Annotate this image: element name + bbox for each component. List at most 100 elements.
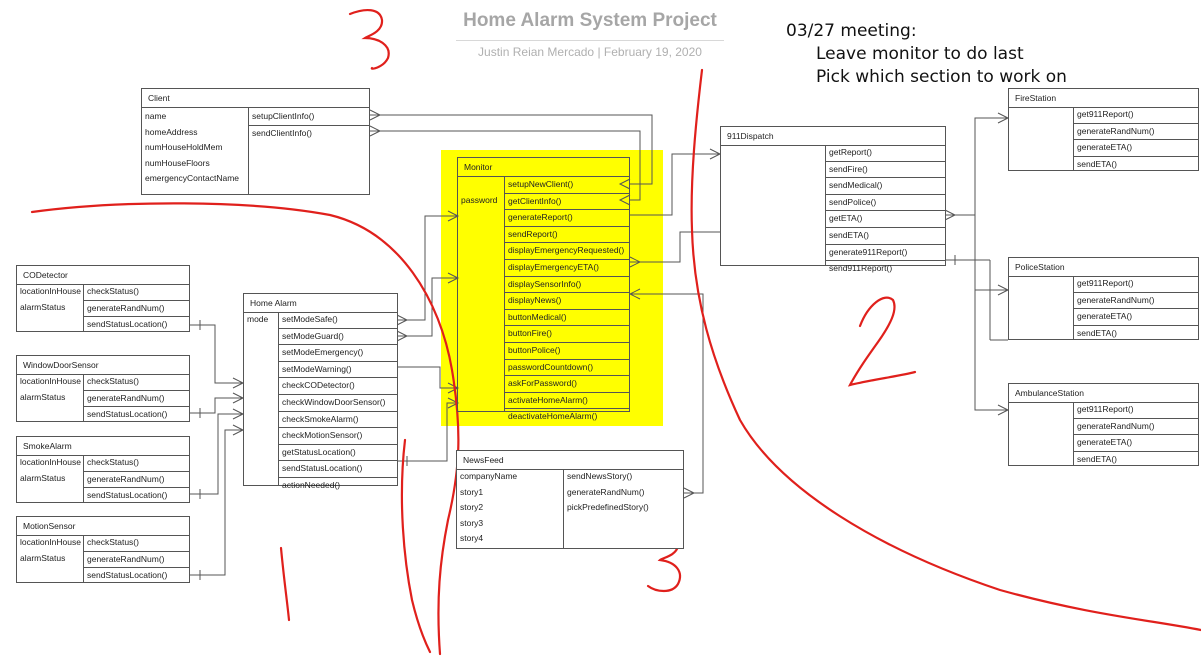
- method: generateReport(): [505, 210, 629, 227]
- method: generateRandNum(): [84, 552, 189, 569]
- method: get911Report(): [1074, 402, 1198, 419]
- method: buttonMedical(): [505, 310, 629, 327]
- method: setupNewClient(): [505, 177, 629, 194]
- method: setModeWarning(): [279, 362, 397, 379]
- method: getClientInfo(): [505, 194, 629, 211]
- method: checkMotionSensor(): [279, 428, 397, 445]
- class-name: AmbulanceStation: [1009, 384, 1198, 403]
- method: sendETA(): [1077, 453, 1117, 464]
- meeting-notes: 03/27 meeting: Leave monitor to do last …: [786, 20, 1067, 89]
- method: setModeSafe(): [279, 312, 397, 329]
- method: generateRandNum(): [84, 472, 189, 489]
- meeting-note-2: Pick which section to work on: [816, 67, 1067, 87]
- page-subtitle: Justin Reian Mercado | February 19, 2020: [456, 40, 724, 59]
- attribute: locationInHouse: [20, 537, 81, 547]
- meeting-note-date: 03/27 meeting:: [786, 21, 917, 41]
- news-feed-class: NewsFeed companyName story1 story2 story…: [456, 450, 684, 549]
- window-door-sensor-class: WindowDoorSensor locationInHouse alarmSt…: [16, 355, 190, 422]
- method: checkCODetector(): [279, 378, 397, 395]
- method: checkStatus(): [84, 535, 189, 552]
- attribute: password: [461, 195, 498, 205]
- attribute: alarmStatus: [20, 552, 66, 563]
- attribute: numHouseHoldMem: [145, 142, 223, 153]
- class-name: MotionSensor: [17, 517, 189, 536]
- method: generate911Report(): [826, 245, 945, 262]
- method: sendStatusLocation(): [87, 409, 168, 420]
- class-name: NewsFeed: [457, 451, 683, 470]
- client-class: Client name homeAddress numHouseHoldMem …: [141, 88, 370, 195]
- attribute: story4: [460, 533, 484, 544]
- method: sendStatusLocation(): [279, 461, 397, 478]
- class-name: CODetector: [17, 266, 189, 285]
- class-name: SmokeAlarm: [17, 437, 189, 456]
- method: sendClientInfo(): [252, 127, 313, 138]
- method: checkWindowDoorSensor(): [279, 395, 397, 412]
- page-title: Home Alarm System Project: [463, 10, 717, 31]
- method: displayNews(): [505, 293, 629, 310]
- class-name: WindowDoorSensor: [17, 356, 189, 375]
- method: checkStatus(): [84, 284, 189, 301]
- method: displayEmergencyETA(): [505, 260, 629, 277]
- method: sendReport(): [505, 227, 629, 244]
- attribute: alarmStatus: [20, 472, 66, 483]
- method: askForPassword(): [505, 376, 629, 393]
- method: get911Report(): [1074, 107, 1198, 124]
- method: buttonPolice(): [505, 343, 629, 360]
- yellow-highlight: [441, 150, 663, 426]
- attribute: emergencyContactName: [145, 173, 240, 184]
- meeting-note-1: Leave monitor to do last: [816, 44, 1024, 64]
- attribute: mode: [247, 314, 269, 324]
- method: sendFire(): [826, 162, 945, 179]
- attribute: homeAddress: [145, 126, 198, 137]
- class-name: Client: [142, 89, 369, 108]
- home-alarm-class: Home Alarm mode setModeSafe() setModeGua…: [243, 293, 398, 490]
- method: send911Report(): [829, 263, 893, 274]
- method: sendPolice(): [826, 195, 945, 212]
- fire-station-class: FireStation get911Report() generateRandN…: [1008, 88, 1199, 171]
- method: checkStatus(): [84, 455, 189, 472]
- method: deactivateHomeAlarm(): [508, 411, 598, 422]
- attribute: locationInHouse: [20, 457, 81, 467]
- attribute: numHouseFloors: [145, 157, 210, 168]
- method: generateRandNum(): [1074, 419, 1198, 436]
- method: setupClientInfo(): [249, 109, 369, 126]
- dispatch-class: 911Dispatch getReport() sendFire() sendM…: [720, 126, 946, 273]
- method: checkSmokeAlarm(): [279, 412, 397, 429]
- method: getReport(): [826, 145, 945, 162]
- class-name: Home Alarm: [244, 294, 397, 313]
- method: setModeEmergency(): [279, 345, 397, 362]
- attribute: story3: [460, 517, 484, 528]
- method: sendETA(): [826, 228, 945, 245]
- method: generateRandNum(): [84, 391, 189, 408]
- method: checkStatus(): [84, 374, 189, 391]
- method: displayEmergencyRequested(): [505, 243, 629, 260]
- method: setModeGuard(): [279, 329, 397, 346]
- method: buttonFire(): [505, 326, 629, 343]
- attribute: name: [145, 111, 167, 121]
- method: sendStatusLocation(): [87, 570, 168, 581]
- method: generateETA(): [1074, 435, 1198, 452]
- method: sendMedical(): [826, 178, 945, 195]
- method: actionNeeded(): [282, 479, 341, 490]
- method: getStatusLocation(): [279, 445, 397, 462]
- method: getETA(): [826, 211, 945, 228]
- method: generateRandNum(): [84, 301, 189, 318]
- ambulance-station-class: AmbulanceStation get911Report() generate…: [1008, 383, 1199, 466]
- co-detector-class: CODetector locationInHouse alarmStatus c…: [16, 265, 190, 332]
- method: get911Report(): [1074, 276, 1198, 293]
- method: generateETA(): [1074, 140, 1198, 157]
- class-name: FireStation: [1009, 89, 1198, 108]
- class-name: PoliceStation: [1009, 258, 1198, 277]
- method: generateETA(): [1074, 309, 1198, 326]
- method: passwordCountdown(): [505, 360, 629, 377]
- method: generateRandNum(): [1074, 293, 1198, 310]
- method: sendETA(): [1077, 158, 1117, 169]
- attribute: story1: [460, 486, 484, 497]
- smoke-alarm-class: SmokeAlarm locationInHouse alarmStatus c…: [16, 436, 190, 503]
- method: generateRandNum(): [1074, 124, 1198, 141]
- police-station-class: PoliceStation get911Report() generateRan…: [1008, 257, 1199, 340]
- attribute: locationInHouse: [20, 286, 81, 296]
- attribute: story2: [460, 502, 484, 513]
- class-name: 911Dispatch: [721, 127, 945, 146]
